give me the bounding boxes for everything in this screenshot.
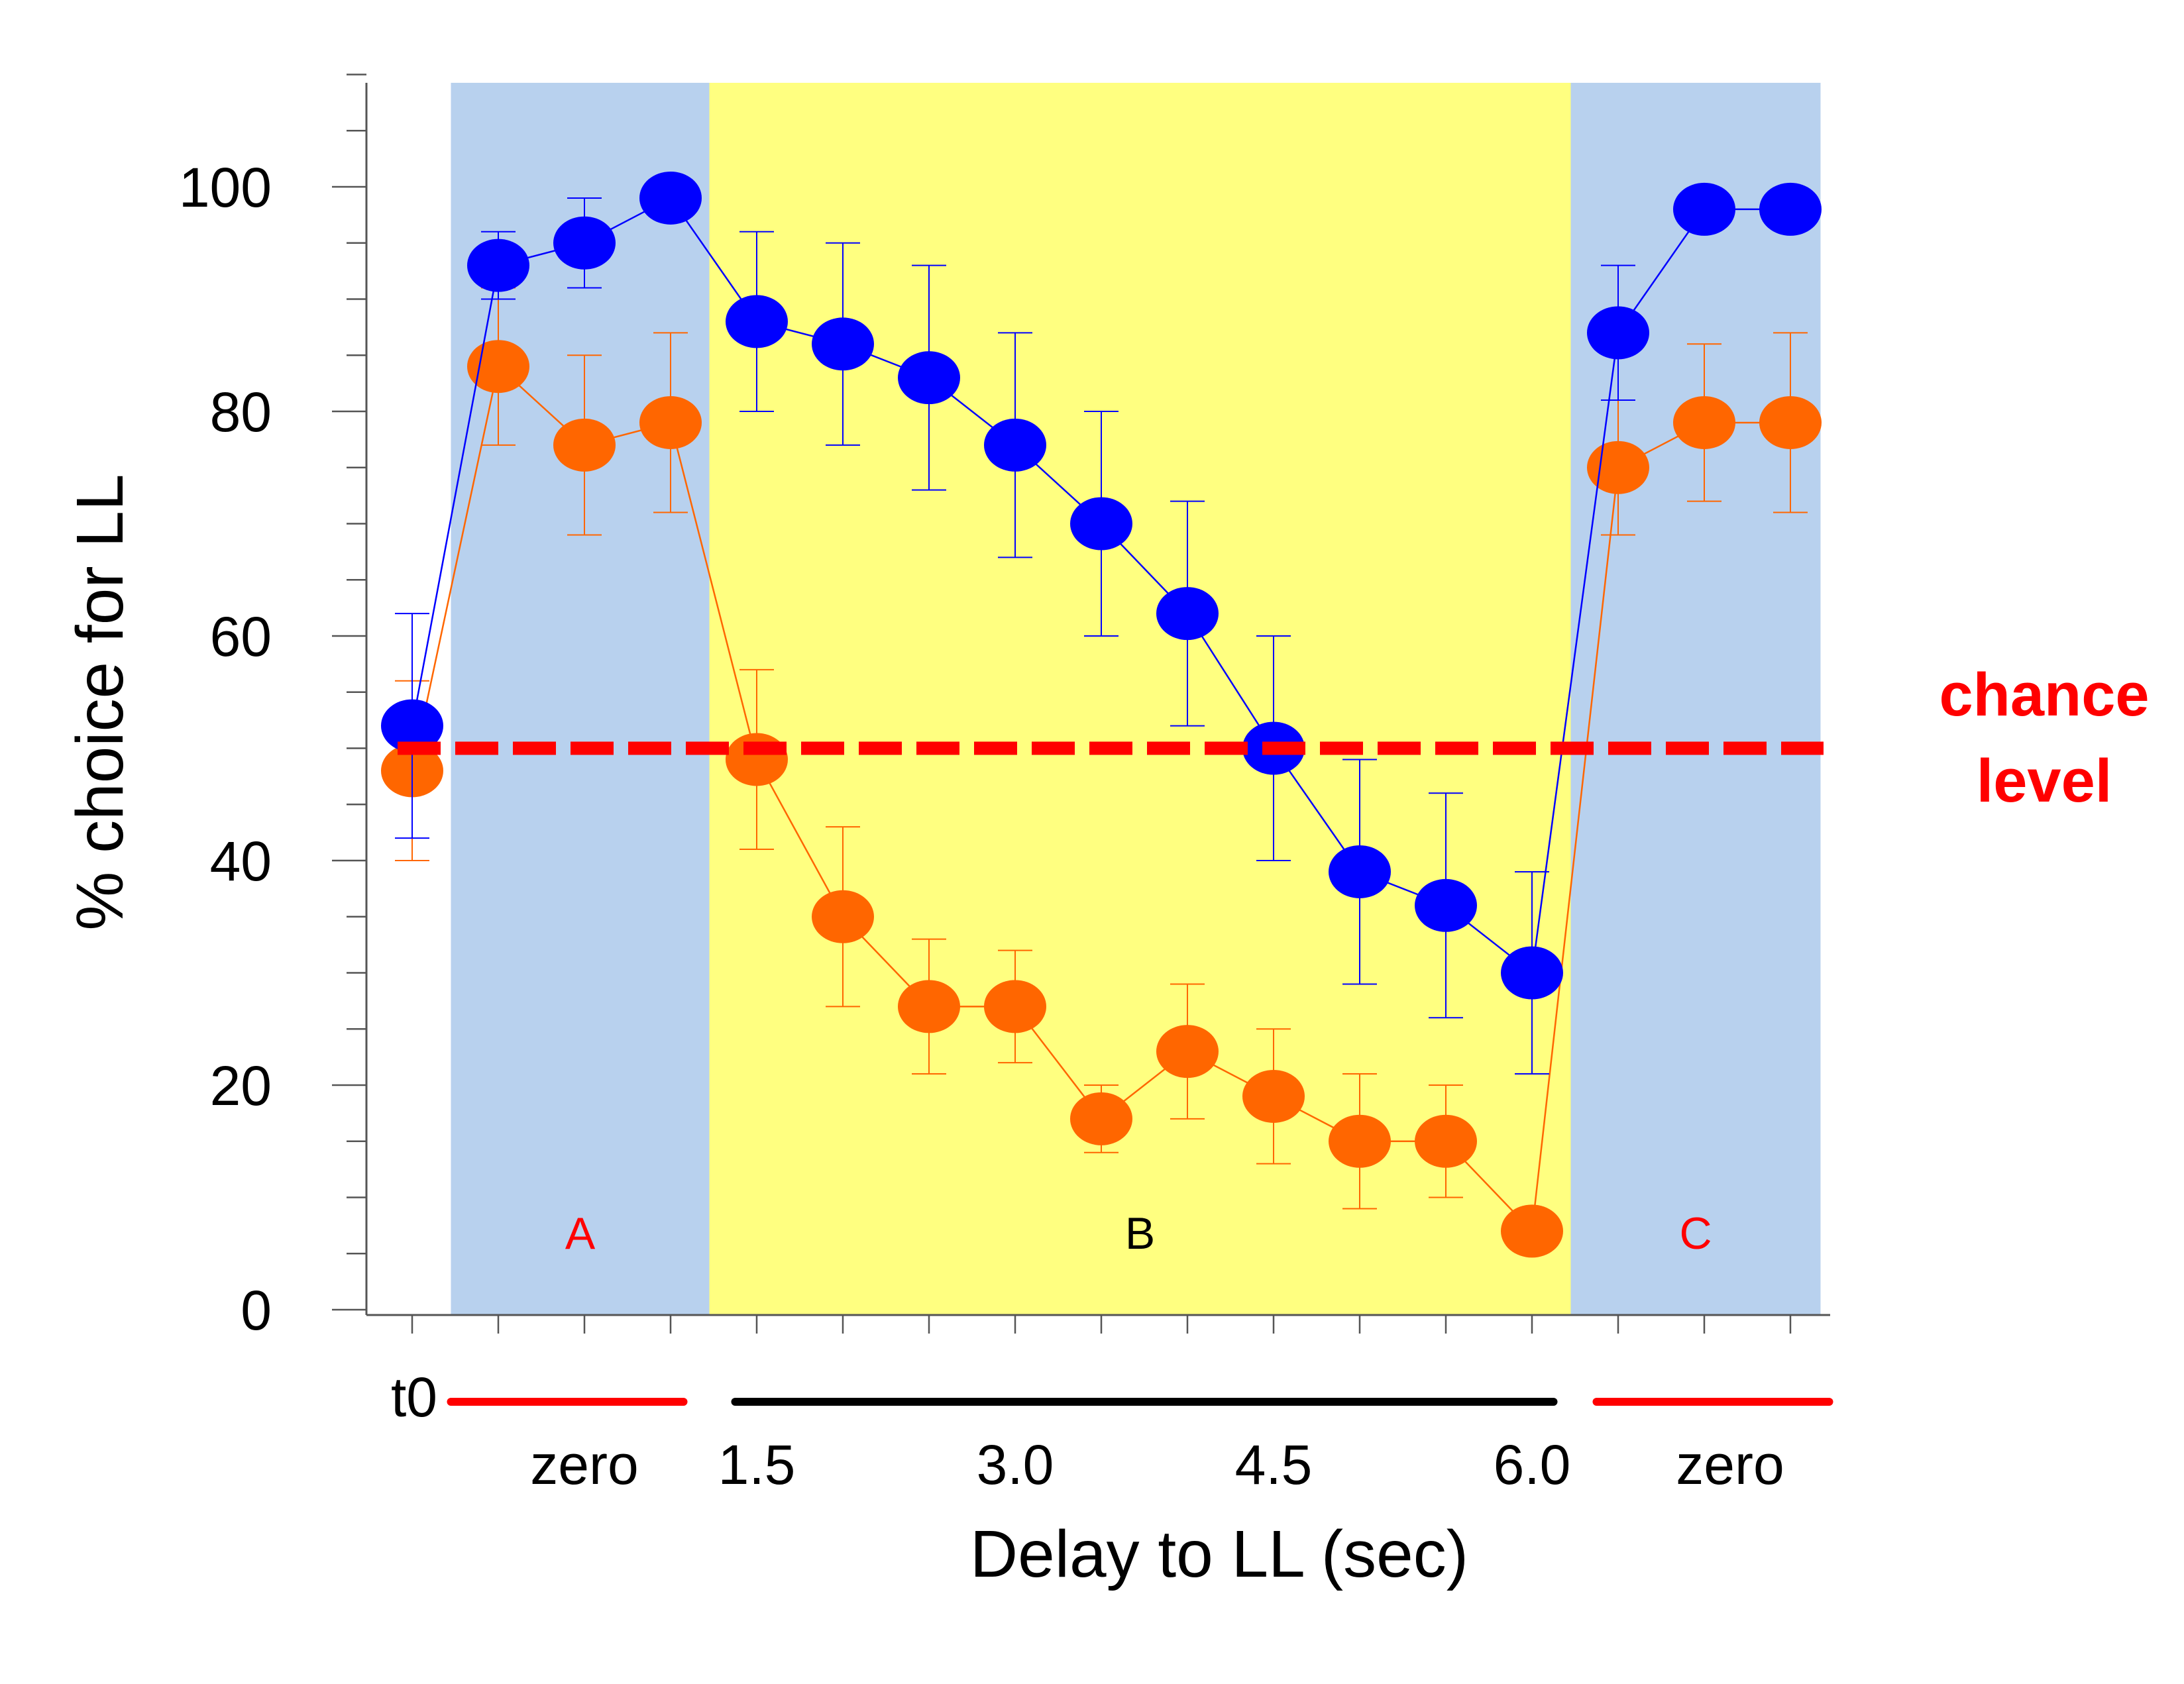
x-tick-label-4: 4.5 xyxy=(1235,1434,1313,1496)
series-0-point-0 xyxy=(381,699,443,753)
y-tick-label-20: 20 xyxy=(210,1055,272,1117)
series-0-point-1 xyxy=(467,238,529,292)
x-tick-label-6: zero xyxy=(1676,1434,1784,1496)
series-1-point-15 xyxy=(1673,395,1735,449)
axes xyxy=(365,83,1830,1316)
series-0-point-9 xyxy=(1156,587,1219,641)
series-0-point-5 xyxy=(812,317,874,371)
region-c xyxy=(1570,83,1821,1315)
series-1-point-5 xyxy=(812,890,874,943)
region-label-a: A xyxy=(565,1208,596,1259)
region-b xyxy=(709,83,1571,1315)
y-tick-label-60: 60 xyxy=(210,605,272,668)
y-tick-label-0: 0 xyxy=(241,1279,272,1342)
series-0-point-4 xyxy=(726,295,788,348)
series-1-point-11 xyxy=(1329,1114,1391,1168)
x-tick-label-2: 1.5 xyxy=(718,1434,796,1496)
x-tick-label-3: 3.0 xyxy=(977,1434,1054,1496)
y-axis-label: % choice for LL xyxy=(63,474,137,930)
x-tick-label-5: 6.0 xyxy=(1494,1434,1571,1496)
series-1-point-13 xyxy=(1501,1204,1563,1258)
series-1-point-1 xyxy=(467,340,529,394)
series-1-point-3 xyxy=(639,395,702,449)
series-0 xyxy=(381,171,1822,1075)
series-1-point-14 xyxy=(1587,441,1649,494)
series-1-point-7 xyxy=(984,980,1046,1033)
x-axis-ticks: t0 zero 1.5 3.0 4.5 6.0 zero xyxy=(391,1315,1792,1496)
series-1 xyxy=(381,287,1822,1258)
series-0-point-14 xyxy=(1587,306,1649,360)
series-0-point-6 xyxy=(898,351,960,405)
series-0-point-15 xyxy=(1673,182,1735,236)
background-regions xyxy=(451,83,1821,1315)
series-0-point-12 xyxy=(1415,878,1477,932)
series-1-point-6 xyxy=(898,980,960,1033)
y-tick-label-40: 40 xyxy=(210,830,272,892)
series-layer xyxy=(381,171,1822,1258)
series-0-point-8 xyxy=(1070,497,1132,551)
x-tick-label-1: zero xyxy=(530,1434,638,1496)
region-label-c: C xyxy=(1679,1208,1712,1259)
series-0-point-7 xyxy=(984,418,1046,472)
series-0-point-16 xyxy=(1759,182,1822,236)
chance-level-label-line1: chance xyxy=(1939,661,2149,729)
series-1-point-16 xyxy=(1759,395,1822,449)
series-1-point-4 xyxy=(726,733,788,786)
x-axis-label: Delay to LL (sec) xyxy=(970,1517,1468,1591)
y-tick-label-80: 80 xyxy=(210,381,272,443)
y-tick-label-100: 100 xyxy=(179,156,272,219)
series-0-point-3 xyxy=(639,171,702,225)
series-1-point-9 xyxy=(1156,1025,1219,1079)
x-tick-label-0: t0 xyxy=(391,1366,437,1428)
series-1-point-8 xyxy=(1070,1092,1132,1145)
region-labels: A B C xyxy=(565,1208,1712,1259)
region-label-b: B xyxy=(1125,1208,1155,1259)
series-1-point-12 xyxy=(1415,1114,1477,1168)
series-0-point-13 xyxy=(1501,946,1563,1000)
series-0-point-2 xyxy=(553,216,616,270)
series-1-point-10 xyxy=(1242,1069,1305,1123)
chance-level-label-line2: level xyxy=(1977,747,2112,815)
series-1-point-2 xyxy=(553,418,616,472)
y-axis-ticks: 0 20 40 60 80 100 xyxy=(179,74,366,1342)
series-0-point-11 xyxy=(1329,845,1391,898)
